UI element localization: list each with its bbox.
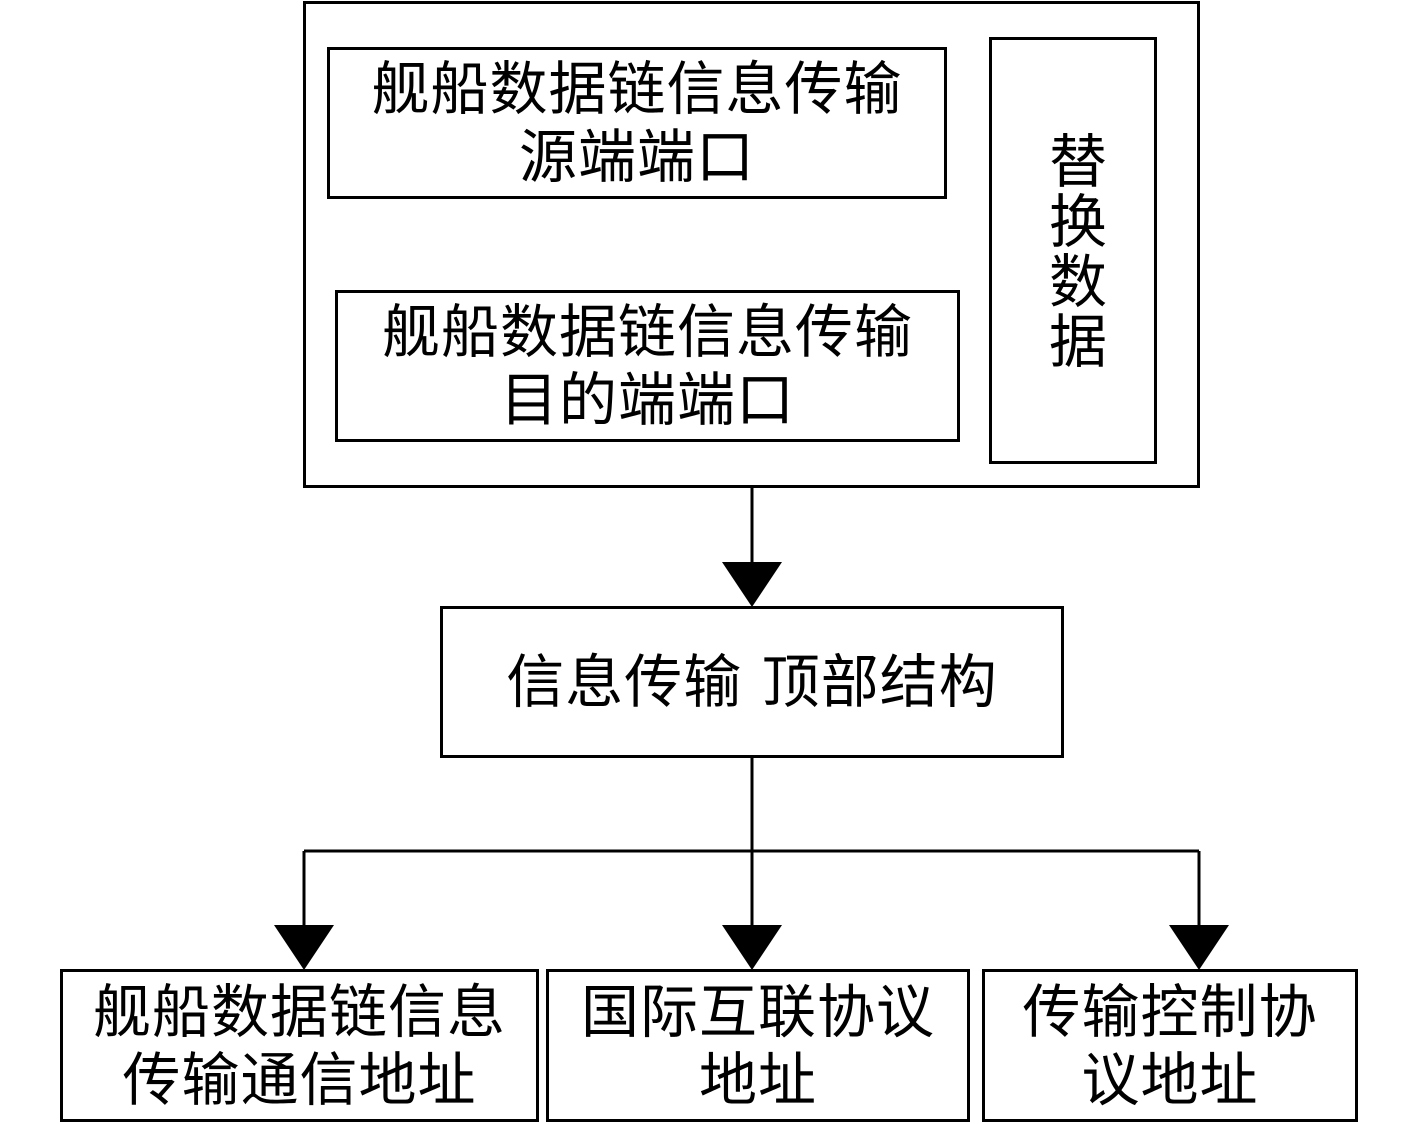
source-port-box: 舰船数据链信息传输 源端端口 xyxy=(327,47,947,199)
dest-port-box: 舰船数据链信息传输 目的端端口 xyxy=(335,290,960,442)
leaf-label-ip-address: 国际互联协议 地址 xyxy=(580,977,935,1114)
arrow-head-icon xyxy=(722,925,782,970)
leaf-label-datalink-address: 舰船数据链信息 传输通信地址 xyxy=(92,977,506,1114)
leaf-label-tcp-address: 传输控制协 议地址 xyxy=(1022,977,1318,1114)
arrow-head-icon xyxy=(722,562,782,607)
leaf-box-tcp-address: 传输控制协 议地址 xyxy=(982,969,1358,1122)
arrow-head-icon xyxy=(1169,925,1229,970)
top-structure-label: 信息传输 顶部结构 xyxy=(506,648,998,716)
arrow-head-icon xyxy=(274,925,334,970)
replace-data-box: 替换数据 xyxy=(989,37,1157,464)
leaf-box-datalink-address: 舰船数据链信息 传输通信地址 xyxy=(60,969,539,1122)
top-structure-box: 信息传输 顶部结构 xyxy=(440,606,1064,758)
source-port-label: 舰船数据链信息传输 源端端口 xyxy=(371,55,903,191)
replace-data-label: 替换数据 xyxy=(1039,130,1107,371)
dest-port-label: 舰船数据链信息传输 目的端端口 xyxy=(381,298,913,434)
leaf-box-ip-address: 国际互联协议 地址 xyxy=(546,969,970,1122)
